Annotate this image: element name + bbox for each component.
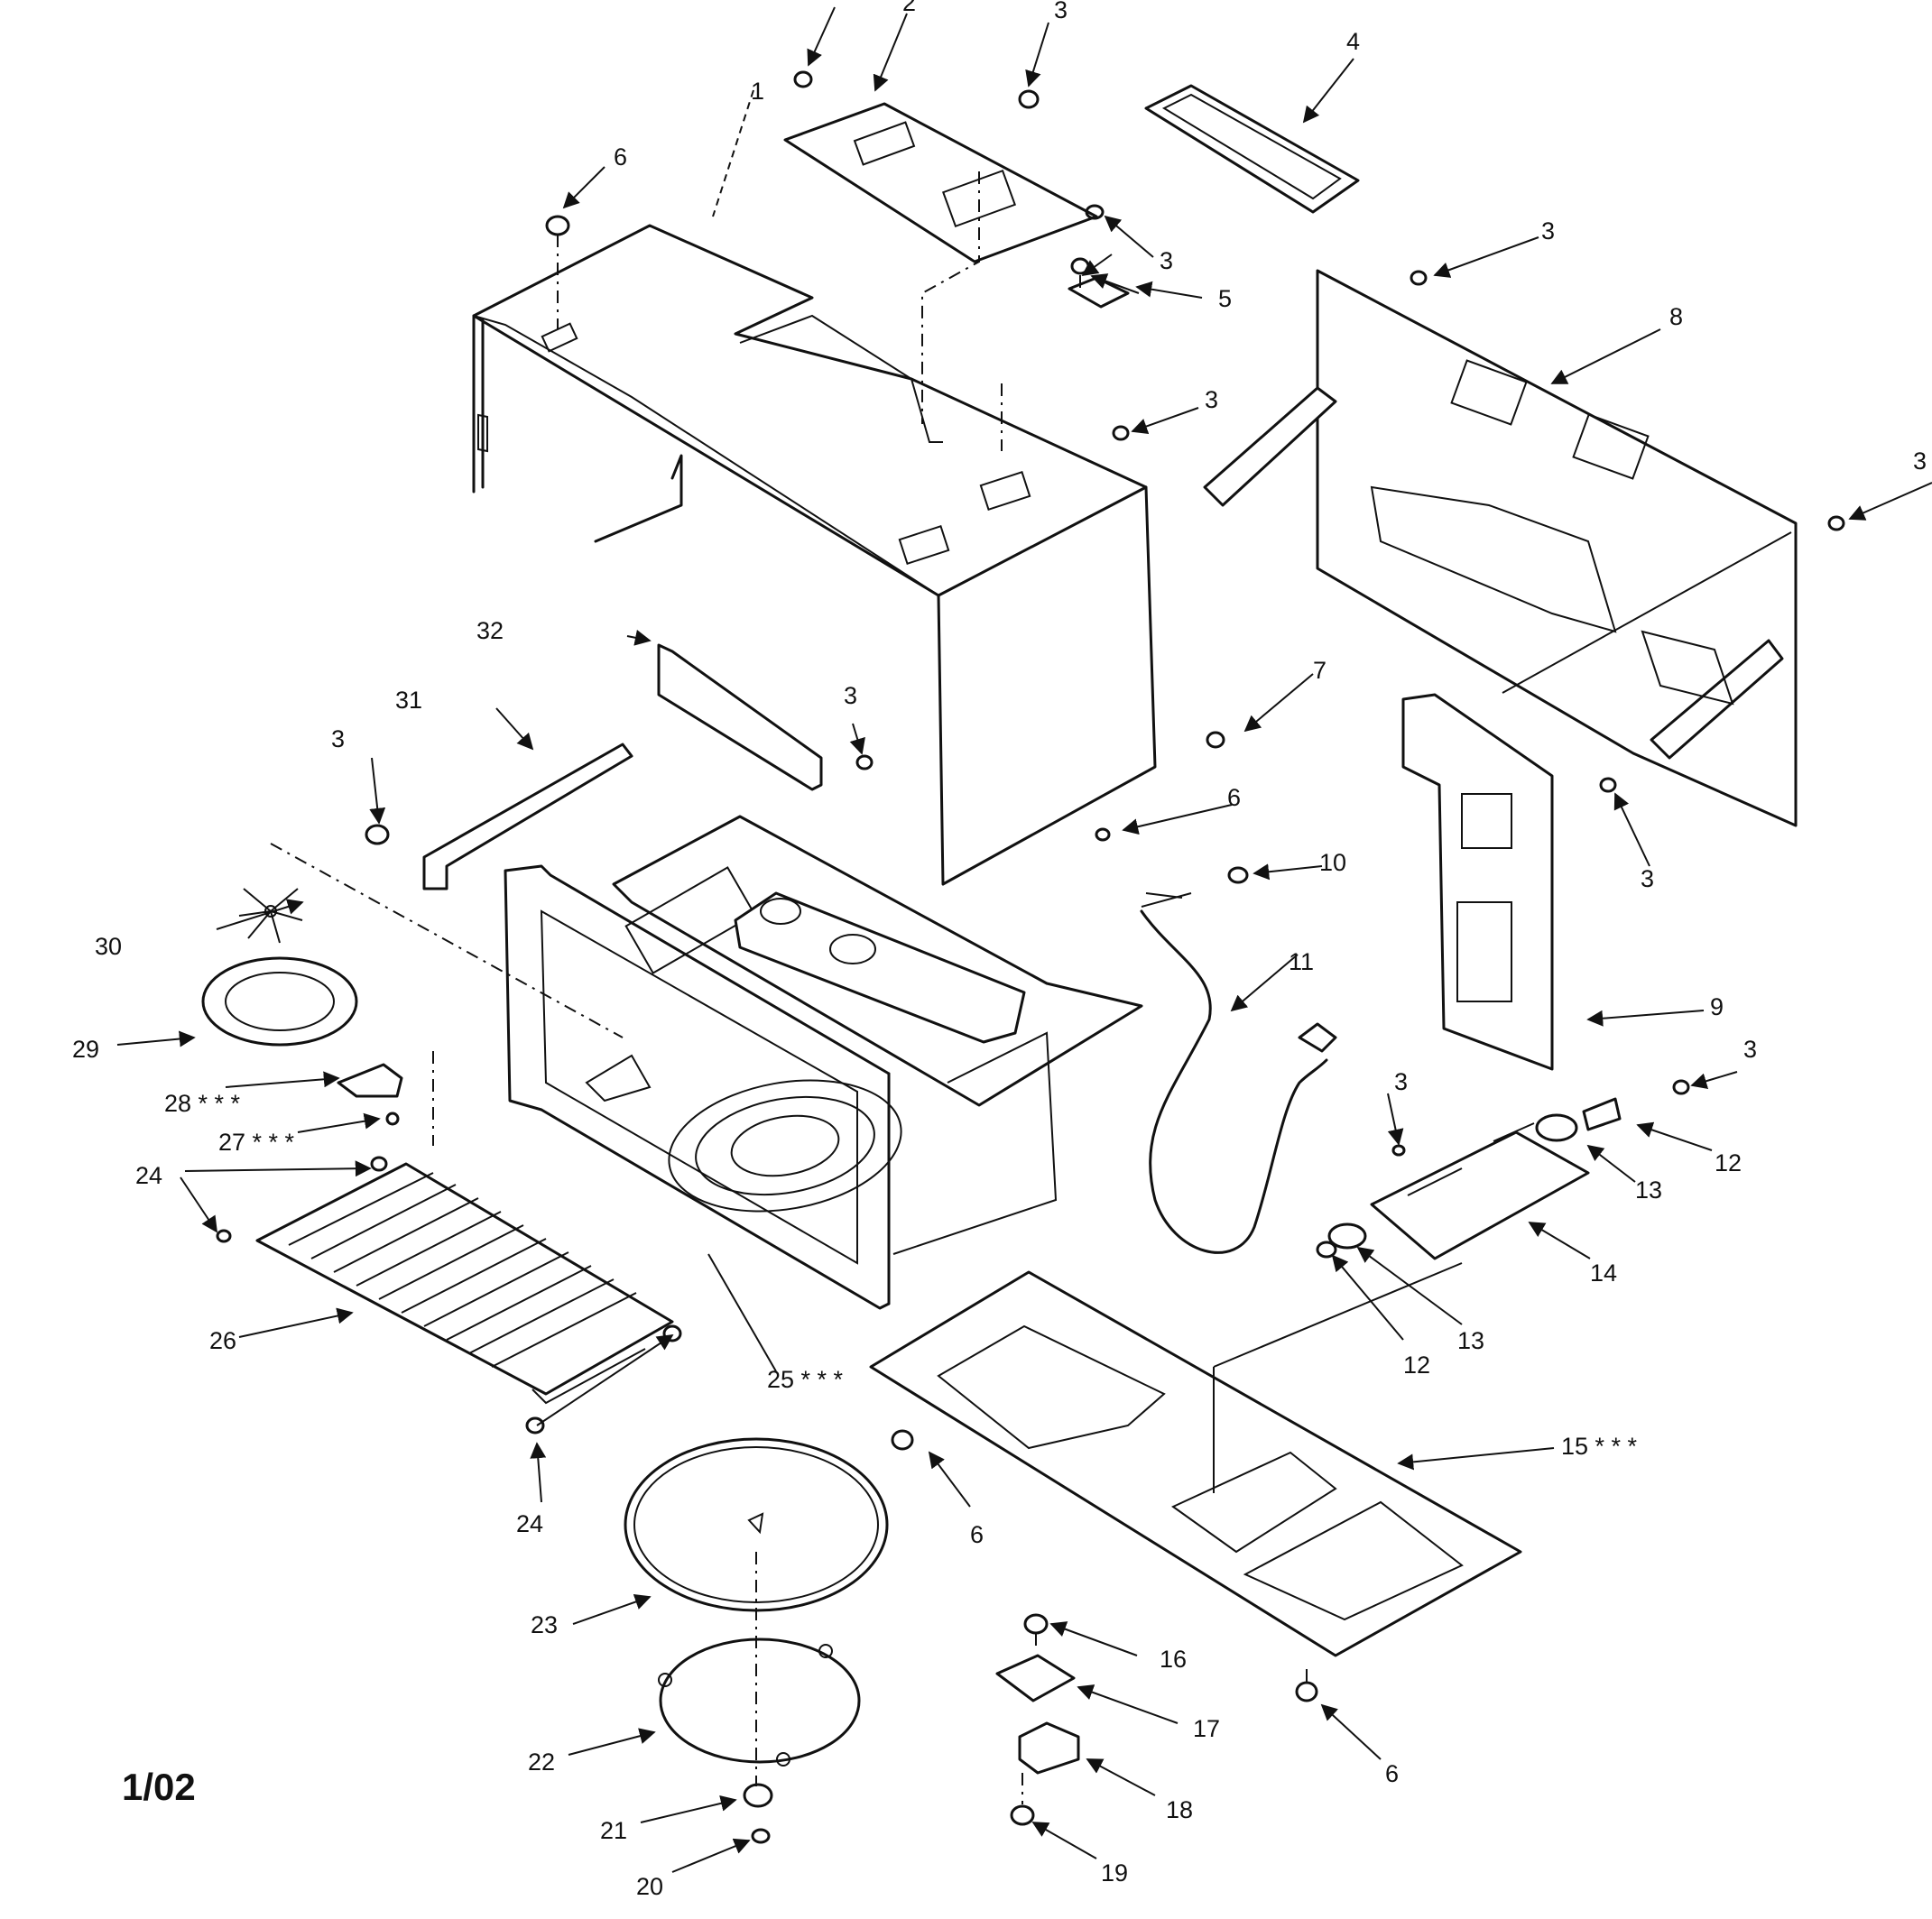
label-part-20: 20 xyxy=(636,1873,663,1900)
part-13-lamp-lower xyxy=(1327,1222,1367,1250)
label-part-3: 3 xyxy=(1913,447,1927,475)
label-part-3: 3 xyxy=(844,682,857,709)
label-part-29: 29 xyxy=(72,1036,99,1063)
part-16-bushing xyxy=(1023,1613,1049,1635)
label-part-3: 3 xyxy=(1394,1068,1408,1095)
label-part-23: 23 xyxy=(531,1611,558,1638)
label-part-16: 16 xyxy=(1160,1646,1187,1673)
label-part-22: 22 xyxy=(528,1748,555,1776)
label-part-10: 10 xyxy=(1319,849,1346,876)
part-13-lamp-upper xyxy=(1535,1113,1578,1142)
part-14-lamp-housing xyxy=(1370,1122,1590,1260)
date-code: 1/02 xyxy=(122,1766,196,1808)
part-waveguide xyxy=(734,891,1026,1044)
part-22-roller-ring xyxy=(658,1638,861,1767)
label-part-6: 6 xyxy=(1227,784,1241,811)
part-20-washer xyxy=(751,1828,771,1844)
part-12-socket-lower xyxy=(1316,1241,1337,1259)
label-part-24: 24 xyxy=(516,1510,543,1537)
label-part-11: 11 xyxy=(1289,948,1314,975)
part-top-plate xyxy=(783,102,1098,263)
label-part-19: 19 xyxy=(1101,1859,1128,1887)
label-part-6: 6 xyxy=(970,1521,984,1548)
part-10-screw xyxy=(1227,866,1249,884)
part-11-power-cord xyxy=(1140,892,1337,1254)
label-part-7: 7 xyxy=(1313,657,1327,684)
fasteners xyxy=(216,70,1845,1702)
label-part-13: 13 xyxy=(1457,1327,1484,1354)
part-small-bracket xyxy=(1068,276,1130,309)
part-12-socket-upper xyxy=(1582,1097,1622,1131)
part-30-fan xyxy=(238,888,303,944)
part-outer-cabinet xyxy=(472,224,1157,886)
label-part-12: 12 xyxy=(1403,1352,1430,1379)
label-part-3: 3 xyxy=(1160,247,1173,274)
label-part-1: 1 xyxy=(751,78,764,105)
label-part-13: 13 xyxy=(1635,1176,1662,1204)
label-part-30: 30 xyxy=(95,933,122,960)
label-part-3: 3 xyxy=(331,725,345,752)
part-31-rail xyxy=(422,743,633,890)
label-part-14: 14 xyxy=(1590,1259,1617,1287)
part-32-cover xyxy=(657,643,823,791)
label-part-9: 9 xyxy=(1710,993,1724,1020)
part-18-motor xyxy=(1018,1721,1080,1775)
label-part-12: 12 xyxy=(1715,1149,1742,1176)
label-part-26: 26 xyxy=(209,1327,236,1354)
part-15-base-plate xyxy=(869,1270,1522,1657)
label-part-3: 3 xyxy=(1054,0,1068,23)
label-part-6: 6 xyxy=(1385,1760,1399,1787)
part-side-bracket xyxy=(1401,693,1554,1071)
part-28-clip xyxy=(337,1063,403,1098)
label-part-32: 32 xyxy=(476,617,504,644)
label-part-6: 6 xyxy=(614,143,627,171)
label-part-3: 3 xyxy=(1205,386,1218,413)
part-vent-grille xyxy=(1144,84,1360,214)
label-part-4: 4 xyxy=(1346,28,1360,55)
label-part-27: 27 * * * xyxy=(218,1129,295,1156)
label-part-28: 28 * * * xyxy=(164,1090,241,1117)
part-17-motor-bracket xyxy=(995,1654,1076,1702)
label-part-25: 25 * * * xyxy=(767,1366,844,1393)
label-part-2: 2 xyxy=(902,0,916,16)
part-21-coupler xyxy=(743,1783,773,1808)
label-part-17: 17 xyxy=(1193,1715,1220,1742)
part-26-rack xyxy=(255,1162,674,1405)
label-part-5: 5 xyxy=(1218,285,1232,312)
label-part-8: 8 xyxy=(1669,303,1683,330)
label-part-3: 3 xyxy=(1743,1036,1757,1063)
assembly-center-lines xyxy=(270,171,1792,1804)
label-part-3: 3 xyxy=(1641,865,1654,892)
label-part-24: 24 xyxy=(135,1162,162,1189)
label-part-31: 31 xyxy=(395,687,422,714)
label-part-3: 3 xyxy=(1541,217,1555,244)
part-back-panel xyxy=(1203,269,1798,827)
leader-lines xyxy=(116,6,1932,1873)
part-19-spacer xyxy=(1010,1804,1035,1826)
label-part-18: 18 xyxy=(1166,1796,1193,1823)
label-part-15: 15 * * * xyxy=(1561,1433,1638,1460)
label-part-21: 21 xyxy=(600,1817,627,1844)
part-oven-cavity xyxy=(504,815,1143,1310)
part-29-ring xyxy=(201,956,358,1047)
part-labels: 2 3 4 1 6 3 5 3 3 8 32 31 3 3 7 6 10 30 … xyxy=(72,0,1927,1900)
